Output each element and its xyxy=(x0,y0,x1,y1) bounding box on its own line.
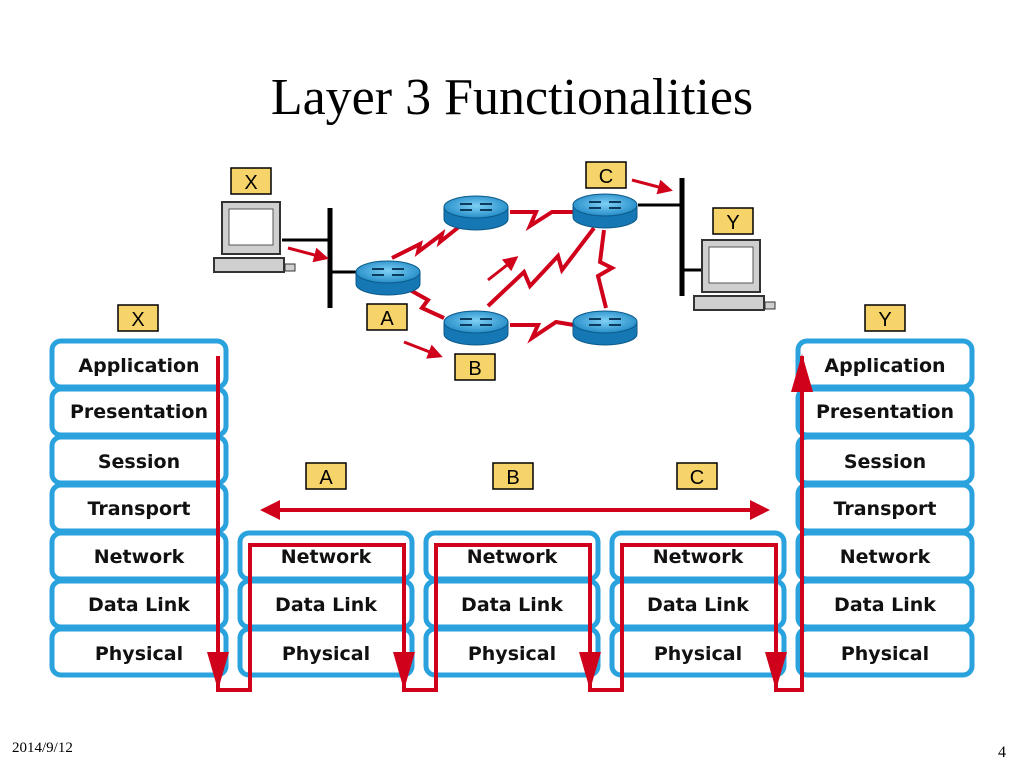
router-a-layer-network-label: Network xyxy=(281,546,372,568)
serial-link-b-br xyxy=(510,319,575,344)
router-b-icon xyxy=(443,310,509,346)
router-c-layer-physical-label: Physical xyxy=(654,643,742,665)
router-top-icon xyxy=(443,195,509,231)
down-arrow-router-a xyxy=(393,652,415,690)
router-c-layer-network-label: Network xyxy=(653,546,744,568)
router-a-osi-stack: Network Data Link Physical xyxy=(237,530,415,678)
packet-arrow-b-c xyxy=(487,256,519,282)
destination-layer-session-label: Session xyxy=(844,451,926,473)
tag-x-top: X xyxy=(230,167,272,195)
stack-tag-c-label: C xyxy=(690,467,704,489)
stack-tag-x-label: X xyxy=(131,309,144,331)
source-layer-data-link-label: Data Link xyxy=(88,594,190,616)
packet-arrow-b xyxy=(403,340,443,359)
tag-b-top-label: B xyxy=(468,358,481,380)
router-b-osi-stack: Network Data Link Physical xyxy=(423,530,601,678)
tag-y-top-label: Y xyxy=(726,212,739,234)
source-layer-network-label: Network xyxy=(94,546,185,568)
router-c-osi-stack: Network Data Link Physical xyxy=(609,530,787,678)
stack-tag-a: A xyxy=(305,462,347,490)
slide-date: 2014/9/12 xyxy=(12,740,73,756)
destination-layer-network-label: Network xyxy=(840,546,931,568)
computer-y-icon xyxy=(693,239,776,311)
source-layer-presentation-label: Presentation xyxy=(70,401,208,423)
router-c-layer-data-link-label: Data Link xyxy=(647,594,749,616)
slide-page-number: 4 xyxy=(998,744,1006,761)
down-arrow-router-c xyxy=(765,652,787,690)
tag-x-top-label: X xyxy=(244,172,257,194)
router-b-layer-physical-label: Physical xyxy=(468,643,556,665)
source-osi-stack: Application Presentation Session Transpo… xyxy=(49,338,229,678)
data-flow-path xyxy=(216,356,804,692)
destination-layer-transport-label: Transport xyxy=(833,498,936,520)
destination-layer-application-label: Application xyxy=(824,355,945,377)
up-arrow-destination xyxy=(791,354,813,392)
destination-layer-data-link-label: Data Link xyxy=(834,594,936,616)
router-bottom-right-icon xyxy=(572,310,638,346)
stack-tag-y: Y xyxy=(864,304,906,332)
slide-title: Layer 3 Functionalities xyxy=(270,69,754,126)
tag-b-top: B xyxy=(454,353,496,381)
serial-link-b-c xyxy=(486,226,596,308)
router-a-layer-physical-label: Physical xyxy=(282,643,370,665)
stack-tag-c: C xyxy=(676,462,718,490)
tag-y-top: Y xyxy=(712,207,754,235)
router-a-layer-data-link-label: Data Link xyxy=(275,594,377,616)
stack-tag-b: B xyxy=(492,462,534,490)
serial-link-top-c xyxy=(510,210,576,232)
tag-a-top-label: A xyxy=(380,308,394,330)
computer-x-icon xyxy=(213,201,296,273)
stack-tag-a-label: A xyxy=(319,467,333,489)
serial-link-a-b xyxy=(409,288,445,320)
serial-link-c-br xyxy=(595,229,617,309)
destination-stack-layer-physical xyxy=(795,626,975,678)
packet-arrow-x xyxy=(287,246,329,263)
down-arrow-router-b xyxy=(579,652,601,690)
router-b-layer-network-label: Network xyxy=(467,546,558,568)
destination-osi-stack: Application Presentation Session Transpo… xyxy=(795,338,975,678)
destination-layer-presentation-label: Presentation xyxy=(816,401,954,423)
tag-c-top: C xyxy=(585,161,627,189)
source-layer-application-label: Application xyxy=(78,355,199,377)
source-layer-session-label: Session xyxy=(98,451,180,473)
stack-tag-y-label: Y xyxy=(878,309,891,331)
router-b-layer-data-link-label: Data Link xyxy=(461,594,563,616)
serial-link-a-top xyxy=(391,220,467,260)
source-layer-physical-label: Physical xyxy=(95,643,183,665)
tag-a-top: A xyxy=(366,303,408,331)
stack-tag-b-label: B xyxy=(506,467,519,489)
router-a-icon xyxy=(355,260,421,296)
router-c-icon xyxy=(572,193,638,229)
destination-layer-physical-label: Physical xyxy=(841,643,929,665)
packet-arrow-y xyxy=(631,178,673,195)
stack-tag-x: X xyxy=(117,304,159,332)
source-layer-transport-label: Transport xyxy=(87,498,190,520)
down-arrow-source xyxy=(207,652,229,690)
tag-c-top-label: C xyxy=(599,166,613,188)
